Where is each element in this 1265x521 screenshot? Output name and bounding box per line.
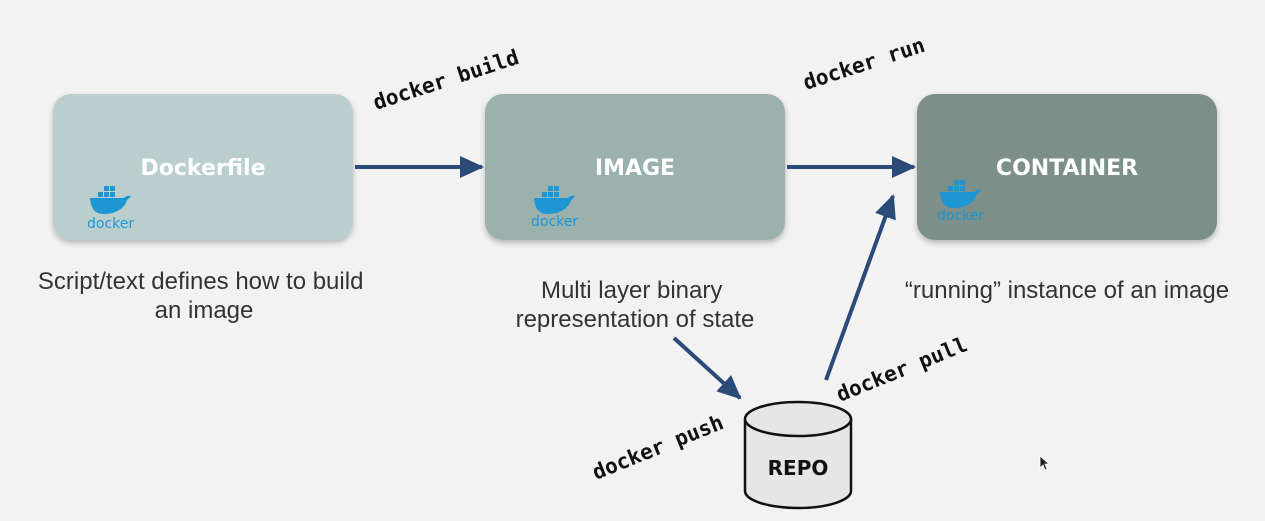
- push-arrow: [672, 336, 742, 400]
- docker-logo: docker: [937, 180, 984, 224]
- docker-push-label: docker push: [589, 410, 727, 484]
- repo-cylinder-top: [743, 400, 853, 438]
- docker-pull-label: docker pull: [833, 332, 971, 406]
- container-label: CONTAINER: [996, 156, 1138, 181]
- container-description: “running” instance of an image: [905, 277, 1229, 304]
- dockerfile-box: [53, 94, 353, 240]
- container-node: CONTAINER docker: [917, 94, 1217, 240]
- docker-run-label: docker run: [800, 33, 928, 95]
- image-description: Multi layer binary representation of sta…: [516, 277, 755, 333]
- image-label: IMAGE: [595, 156, 675, 181]
- container-box: [917, 94, 1217, 240]
- dockerfile-label: Dockerfile: [141, 156, 266, 181]
- docker-logo: docker: [87, 186, 134, 232]
- docker-logo-text: docker: [87, 216, 134, 232]
- whale-icon: [940, 180, 981, 208]
- pull-arrow: [824, 194, 896, 381]
- mouse-cursor-icon: [1039, 455, 1051, 471]
- dockerfile-node: Dockerfile docker: [53, 94, 353, 240]
- whale-icon: [90, 186, 131, 214]
- image-node: IMAGE docker: [485, 94, 785, 240]
- docker-logo-text: docker: [531, 214, 578, 230]
- docker-logo: docker: [531, 186, 578, 230]
- dockerfile-description: Script/text defines how to build an imag…: [38, 268, 370, 324]
- whale-icon: [534, 186, 575, 214]
- repo-node: REPO: [743, 400, 853, 510]
- docker-logo-text: docker: [937, 208, 984, 224]
- repo-label: REPO: [768, 456, 829, 480]
- repo-cylinder-body: [743, 419, 853, 510]
